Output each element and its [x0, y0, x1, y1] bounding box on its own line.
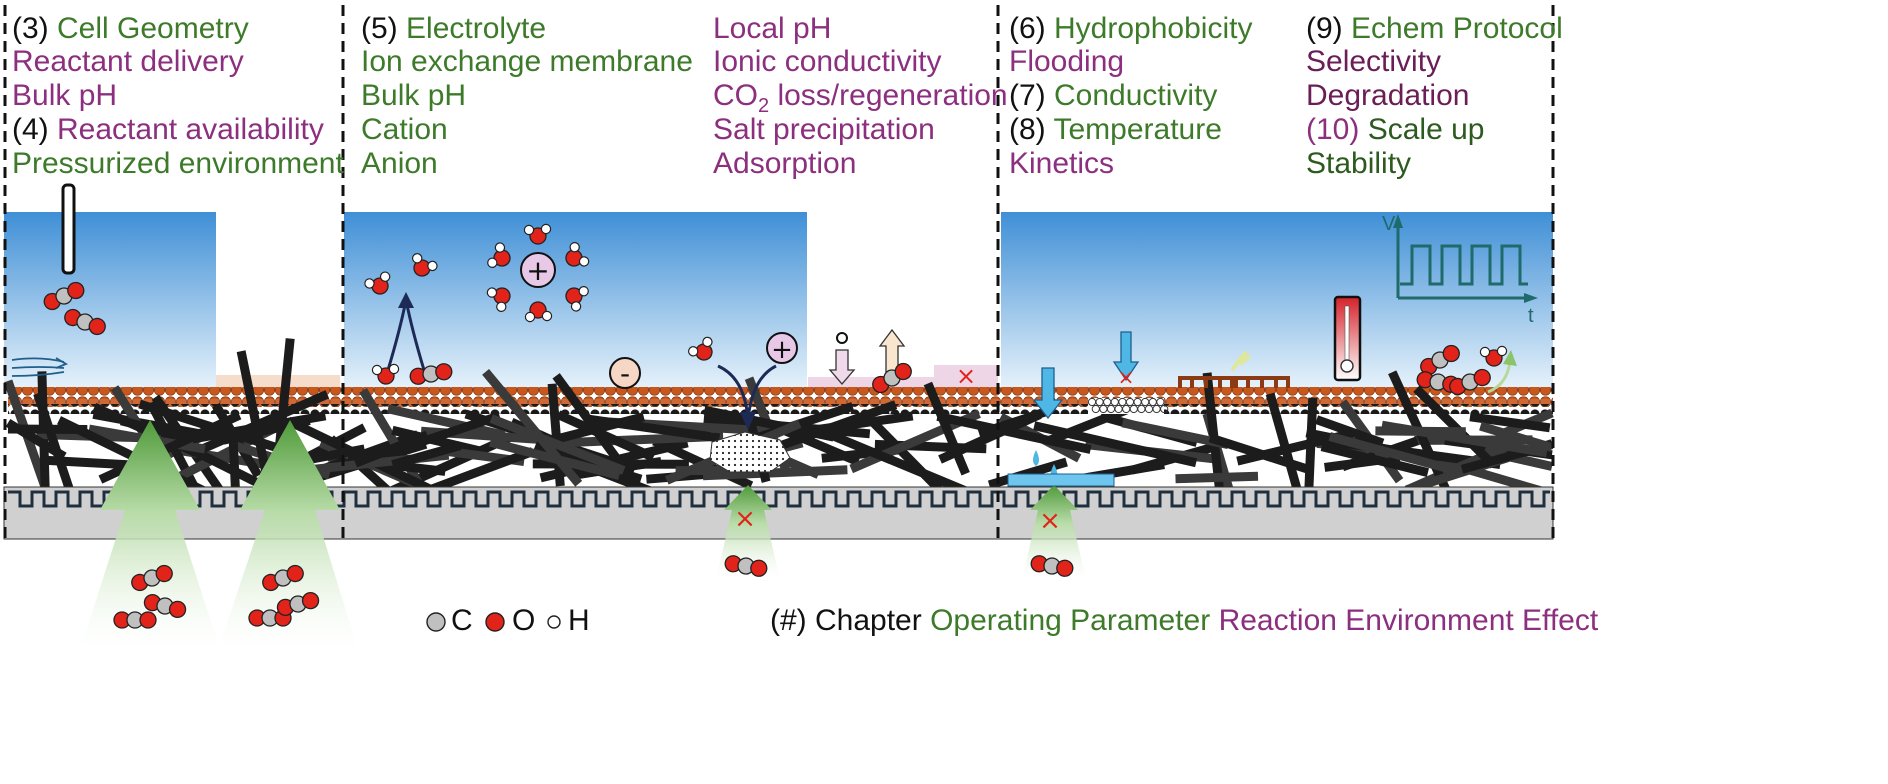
legend-chapter: (#) Chapter	[770, 604, 922, 637]
cation-label: Cation	[361, 113, 448, 147]
stability-label: Stability	[1306, 147, 1411, 181]
protocol-line-4: (10) Scale up	[1306, 113, 1484, 147]
adsorption-label: Adsorption	[713, 147, 856, 181]
chapter-10: (10)	[1306, 113, 1359, 146]
legend-hydrogen-atom	[548, 616, 560, 628]
flooding-label: Flooding	[1009, 45, 1124, 79]
legend-reaction-environment: Reaction Environment Effect	[1219, 604, 1599, 637]
pressurized-label: Pressurized environment	[12, 147, 344, 181]
legend-text: (#) Chapter Operating Parameter Reaction…	[770, 604, 1598, 638]
blocked-x-4: ×	[1118, 365, 1135, 389]
chapter-8: (8)	[1009, 113, 1046, 146]
electrode-line-1: (6) Hydrophobicity	[1009, 12, 1252, 46]
legend-oxygen-atom	[486, 613, 504, 631]
water-pool	[1008, 474, 1114, 486]
degradation-label: Degradation	[1306, 79, 1469, 113]
hydrophobicity-label: Hydrophobicity	[1054, 12, 1252, 45]
selectivity-label: Selectivity	[1306, 45, 1441, 79]
chapter-3: (3)	[12, 12, 49, 45]
electrolyte-line-1: (5) Electrolyte	[361, 12, 546, 46]
blocked-x-3: ×	[1039, 506, 1061, 536]
electrolyte-region-1	[4, 212, 216, 390]
waveform-x-label: t	[1528, 305, 1534, 327]
chapter-4: (4)	[12, 113, 49, 146]
cell-line-1: (3) Cell Geometry	[12, 12, 249, 46]
cell-geometry-label: Cell Geometry	[57, 12, 249, 45]
chapter-6: (6)	[1009, 12, 1046, 45]
bulk-ph-label-1: Bulk pH	[12, 79, 117, 113]
cation-plus-1: +	[526, 254, 549, 287]
chapter-9: (9)	[1306, 12, 1343, 45]
kinetics-label: Kinetics	[1009, 147, 1114, 181]
legend-hydrogen-label: H	[568, 604, 590, 638]
cation-plus-2: +	[771, 335, 793, 365]
electrolyte-region-3	[1001, 212, 1553, 390]
temperature-label: Temperature	[1053, 113, 1221, 146]
anion-label: Anion	[361, 147, 438, 181]
electrolyte-label: Electrolyte	[406, 12, 546, 45]
reactant-delivery-label: Reactant delivery	[12, 45, 244, 79]
bulk-ph-label-2: Bulk pH	[361, 79, 466, 113]
ionic-conductivity-label: Ionic conductivity	[713, 45, 941, 79]
conductivity-label: Conductivity	[1054, 79, 1217, 112]
legend-oxygen-label: O	[512, 604, 535, 638]
legend-operating-parameter: Operating Parameter	[930, 604, 1210, 637]
echem-protocol-label: Echem Protocol	[1351, 12, 1563, 45]
pressure-gauge-rod	[63, 185, 74, 273]
chapter-7: (7)	[1009, 79, 1046, 112]
carbon-bead-row	[8, 404, 1553, 414]
water-drop-1	[1033, 450, 1039, 466]
membrane-label: Ion exchange membrane	[361, 45, 693, 79]
blocked-x-2: ×	[734, 504, 756, 534]
chapter-5: (5)	[361, 12, 398, 45]
blocked-x-1: ×	[956, 362, 976, 390]
electrode-line-3: (7) Conductivity	[1009, 79, 1217, 113]
co2-loss-label: CO2 loss/regeneration	[713, 79, 1008, 113]
gdl-fiber	[1375, 431, 1465, 432]
scale-up-label: Scale up	[1368, 113, 1485, 146]
local-ph-label: Local pH	[713, 12, 831, 46]
cell-line-4: (4) Reactant availability	[12, 113, 324, 147]
reactant-availability-label: Reactant availability	[57, 113, 324, 146]
protocol-line-1: (9) Echem Protocol	[1306, 12, 1563, 46]
legend-carbon-atom	[427, 613, 445, 631]
salt-layer-1	[216, 375, 340, 389]
salt-precipitation-label: Salt precipitation	[713, 113, 935, 147]
waveform-y-label: V	[1382, 213, 1396, 235]
gdl-fiber	[1176, 476, 1259, 479]
anion-minus: -	[620, 357, 630, 390]
electrode-line-4: (8) Temperature	[1009, 113, 1222, 147]
legend-carbon-label: C	[451, 604, 473, 638]
